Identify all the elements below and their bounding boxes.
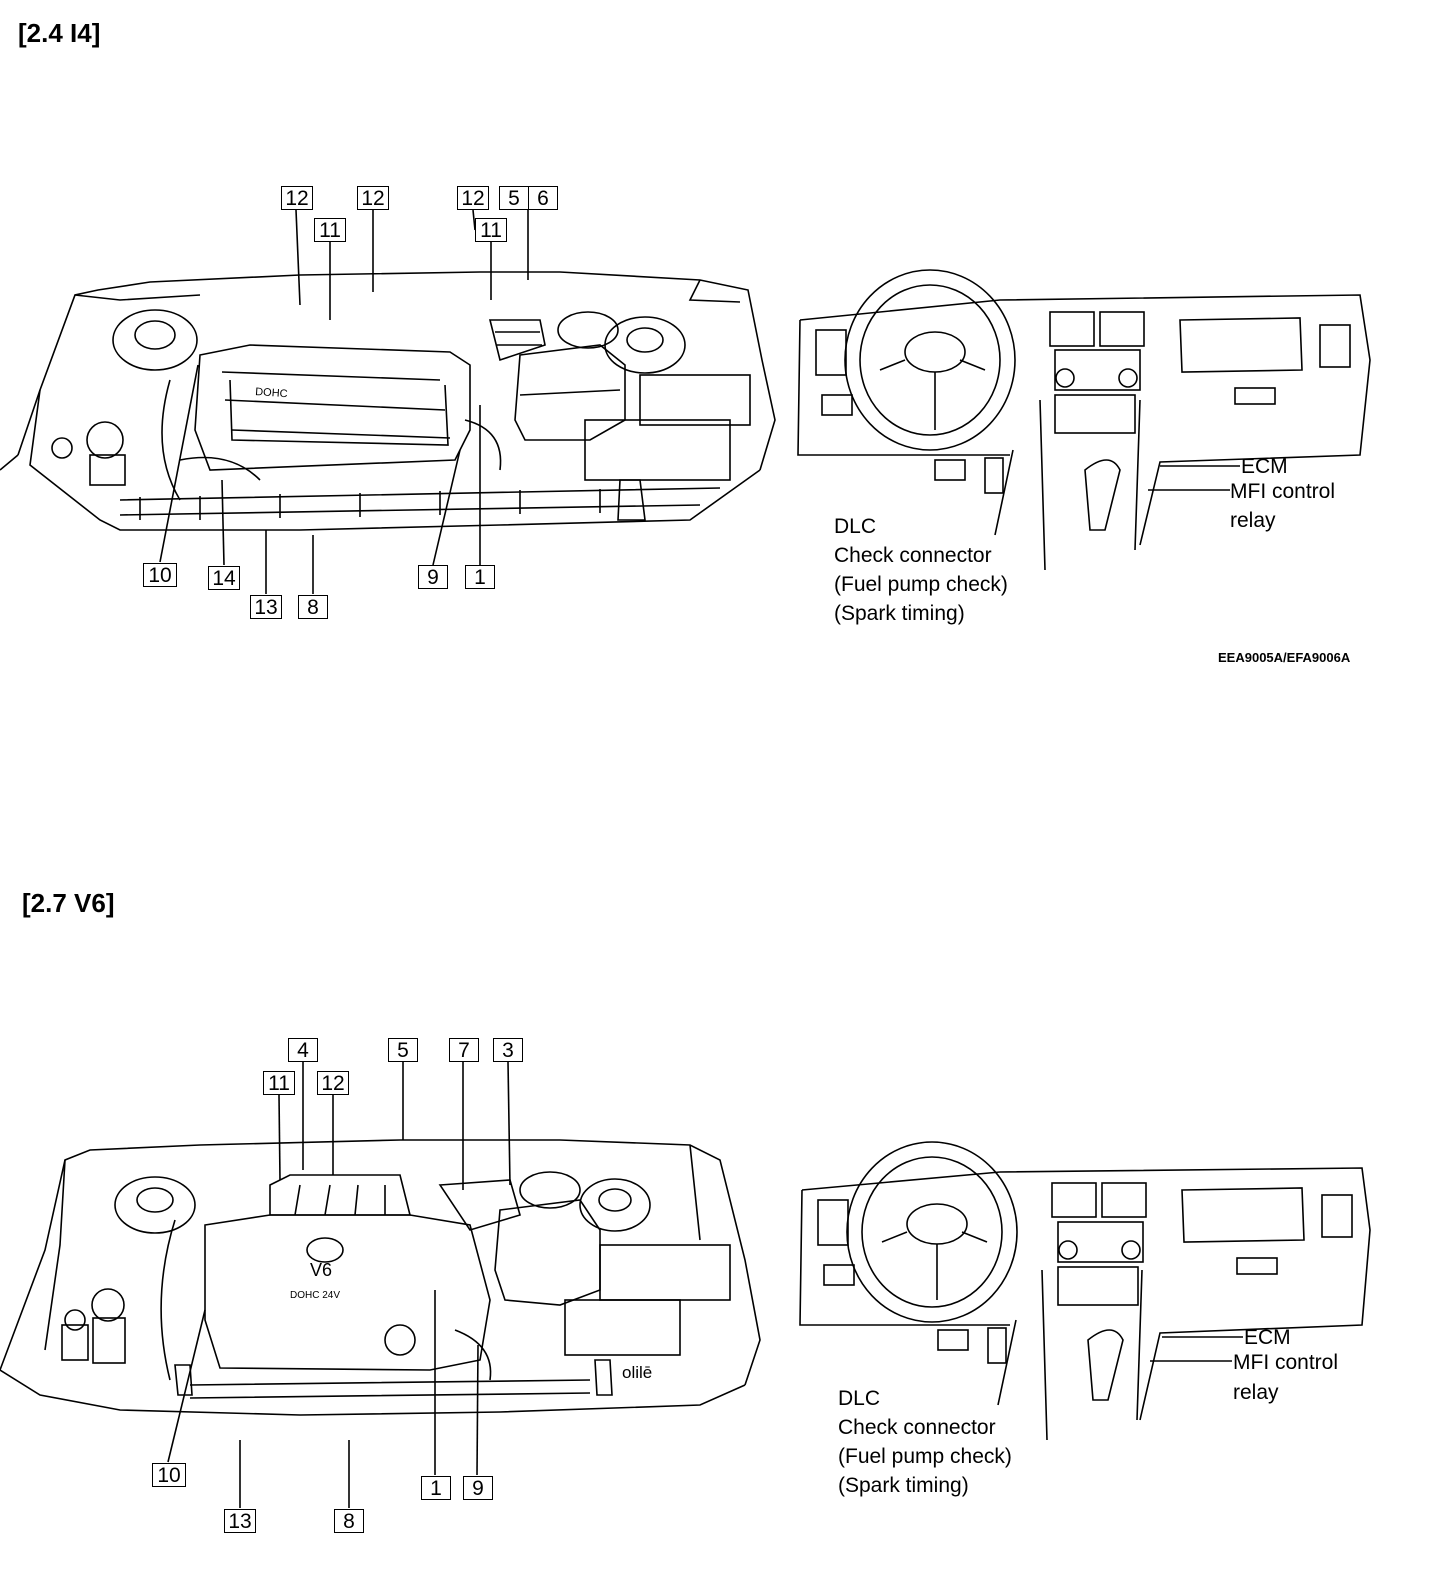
dlc-label: DLC (834, 515, 877, 538)
callout-1: 1 (465, 565, 495, 589)
callout-13: 13 (224, 1509, 256, 1533)
relay-label: relay (1230, 509, 1276, 532)
dashboard-drawing-top (797, 269, 1371, 571)
dashboard-leaders-bottom (997, 1319, 1243, 1406)
check-connector-label: Check connector (834, 544, 992, 567)
spark-timing-label: (Spark timing) (834, 602, 965, 625)
mfi-control-label: MFI control (1233, 1351, 1339, 1374)
svg-text:V6: V6 (310, 1260, 332, 1280)
engine-bay-v6-drawing: V6 DOHC 24V olilē (0, 1139, 761, 1416)
callout-14: 14 (208, 566, 240, 590)
callout-5: 5 (499, 186, 529, 210)
svg-text:olilē: olilē (622, 1363, 652, 1382)
section-title-2-7-v6: [2.7 V6] (22, 888, 115, 918)
callout-9: 9 (463, 1476, 493, 1500)
callout-11-a: 11 (314, 218, 346, 242)
svg-text:DOHC 24V: DOHC 24V (290, 1290, 340, 1301)
callout-9: 9 (418, 565, 448, 589)
dashboard-leaders-top (994, 449, 1240, 536)
engine-bay-i4-drawing: DOHC (0, 271, 776, 531)
callout-8: 8 (334, 1509, 364, 1533)
dlc-label: DLC (838, 1387, 881, 1410)
svg-text:DOHC: DOHC (255, 386, 288, 400)
spark-timing-label: (Spark timing) (838, 1474, 969, 1497)
dashboard-drawing-bottom (799, 1141, 1371, 1441)
relay-label: relay (1233, 1381, 1279, 1404)
callout-6: 6 (528, 186, 558, 210)
callout-13: 13 (250, 595, 282, 619)
fuel-pump-check-label: (Fuel pump check) (834, 573, 1008, 596)
callout-12-a: 12 (281, 186, 313, 210)
callout-8: 8 (298, 595, 328, 619)
callout-11-b: 11 (475, 218, 507, 242)
figure-code: EEA9005A/EFA9006A (1218, 650, 1351, 665)
callout-10: 10 (143, 563, 177, 587)
callout-10: 10 (152, 1463, 186, 1487)
callout-1: 1 (421, 1476, 451, 1500)
leader-lines-i4 (159, 209, 529, 594)
callout-5: 5 (388, 1038, 418, 1062)
callout-7: 7 (449, 1038, 479, 1062)
ecm-label: ECM (1244, 1326, 1291, 1349)
callout-12-b: 12 (357, 186, 389, 210)
callout-11: 11 (263, 1071, 295, 1095)
check-connector-label: Check connector (838, 1416, 996, 1439)
mfi-control-label: MFI control (1230, 480, 1336, 503)
callout-3: 3 (493, 1038, 523, 1062)
callout-12-c: 12 (457, 186, 489, 210)
callout-4: 4 (288, 1038, 318, 1062)
section-title-2-4-i4: [2.4 I4] (18, 18, 101, 48)
fuel-pump-check-label: (Fuel pump check) (838, 1445, 1012, 1468)
ecm-label: ECM (1241, 455, 1288, 478)
leader-lines-v6 (167, 1061, 511, 1508)
callout-12: 12 (317, 1071, 349, 1095)
